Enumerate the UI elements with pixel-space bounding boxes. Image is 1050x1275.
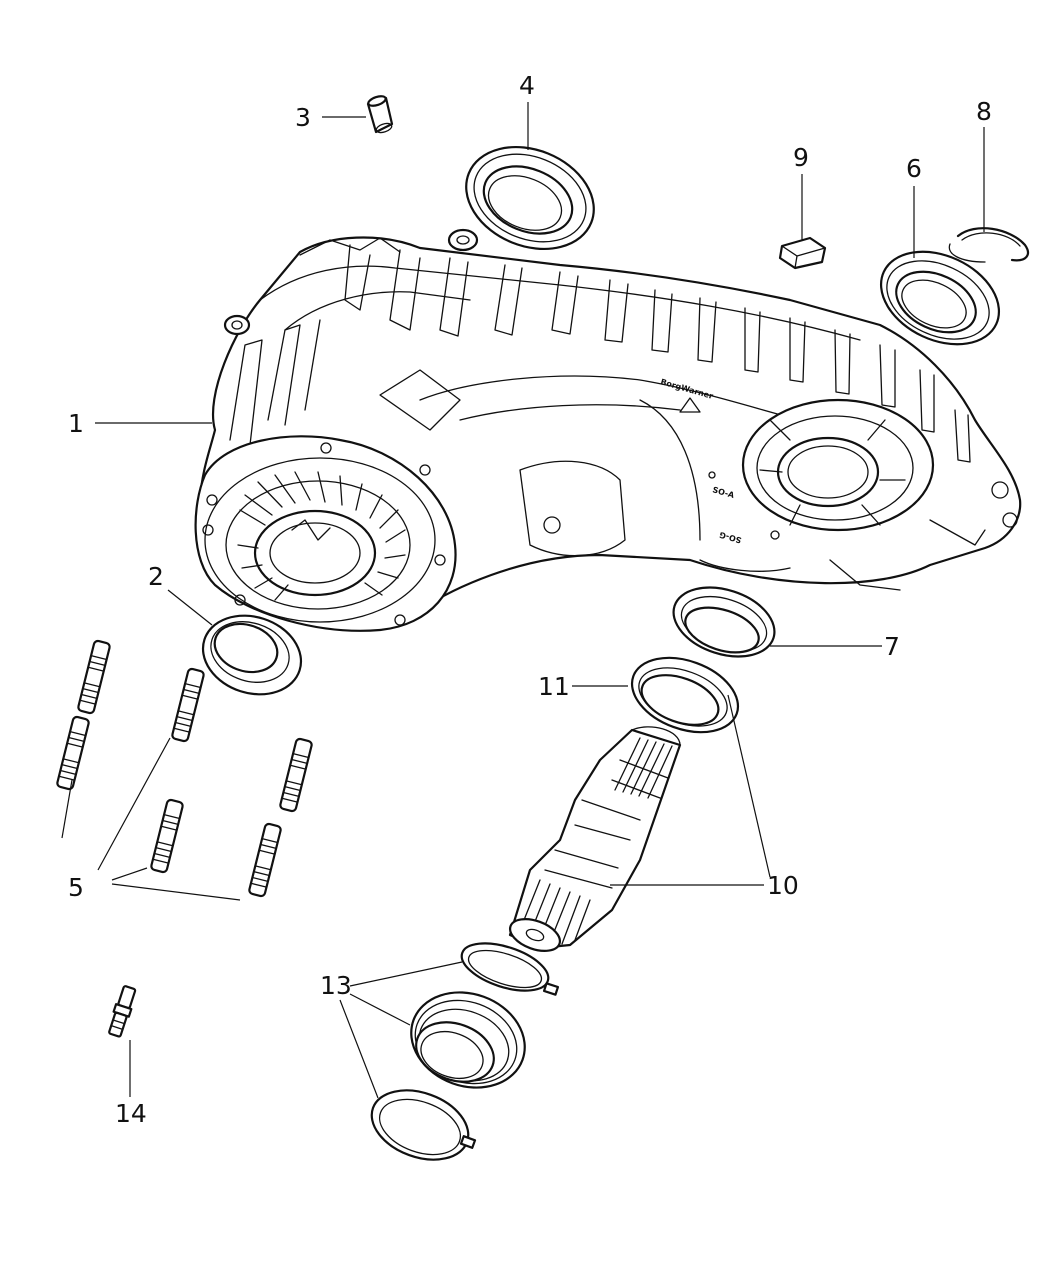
rear-output-seal [672, 586, 776, 658]
callout-14: 14 [115, 1099, 147, 1128]
rear-output-shaft [508, 726, 682, 952]
callout-labels: 1 2 3 4 5 6 7 8 9 10 11 13 14 [68, 71, 992, 1128]
callout-6: 6 [906, 154, 922, 183]
callout-9: 9 [793, 143, 809, 172]
vent-fitting [108, 985, 137, 1038]
studs [56, 639, 313, 898]
magnet-block [778, 236, 827, 270]
bearing-upper [465, 145, 595, 251]
boot-clamp-lower [370, 1089, 477, 1161]
stud-2 [56, 715, 90, 791]
front-oil-seal [201, 614, 303, 696]
leader-lines [61, 102, 985, 1099]
callout-7: 7 [884, 632, 900, 661]
shaft-splines [519, 737, 673, 945]
flange-radial-ribs [237, 471, 406, 601]
stud-4 [279, 737, 313, 813]
transfer-case-housing: BorgWarner SO-A SO-G [194, 228, 1022, 632]
callout-8: 8 [976, 97, 992, 126]
protective-boot [410, 991, 526, 1089]
stud-6 [248, 822, 282, 898]
callout-1: 1 [68, 409, 84, 438]
dowel-pin [366, 95, 394, 134]
stud-1 [77, 639, 111, 715]
callout-3: 3 [295, 103, 311, 132]
front-flange [194, 435, 457, 632]
callout-4: 4 [519, 71, 535, 100]
housing-ribs [344, 244, 971, 463]
stud-5 [150, 798, 184, 874]
stud-3 [171, 667, 205, 743]
callout-2: 2 [148, 562, 164, 591]
callout-11: 11 [538, 672, 570, 701]
boot-clamp-upper [460, 942, 560, 996]
bearing-rear [879, 250, 1001, 346]
snap-ring [948, 227, 1029, 263]
callout-5: 5 [68, 873, 84, 902]
callout-13: 13 [320, 971, 352, 1000]
callout-10: 10 [767, 871, 799, 900]
rear-bore [741, 398, 935, 532]
spacer-ring [630, 656, 740, 734]
